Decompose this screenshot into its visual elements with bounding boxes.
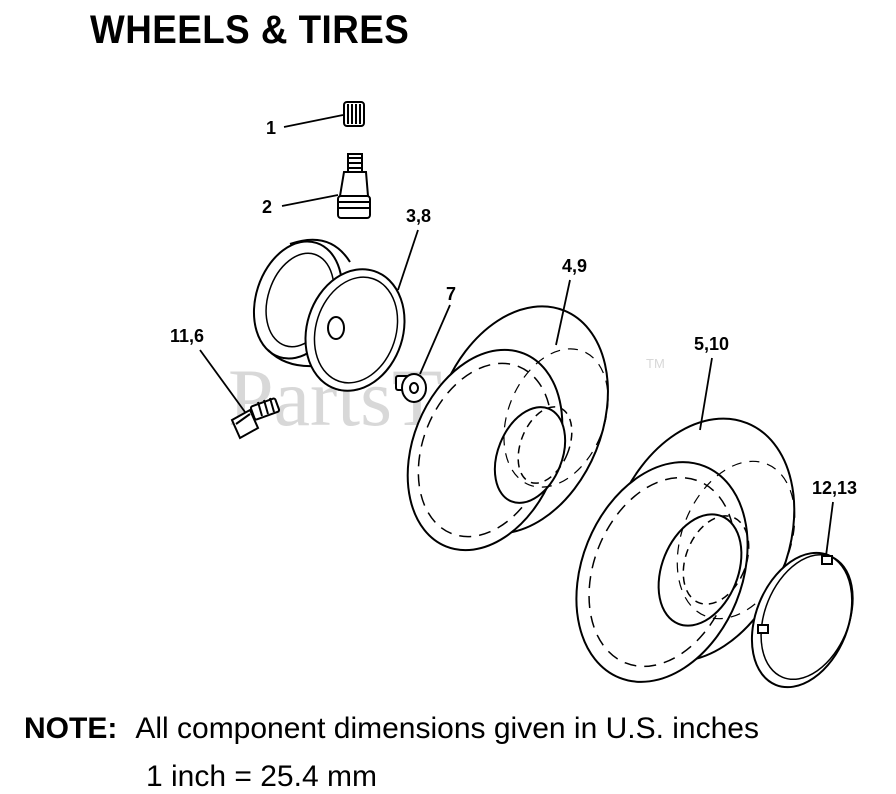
bolt-part[interactable] — [230, 397, 281, 440]
rear-tire-part[interactable] — [545, 390, 829, 707]
callout-4-9: 4,9 — [562, 256, 587, 276]
note-label: NOTE: — [24, 712, 118, 745]
watermark-tm: TM — [646, 356, 665, 371]
callout-5-10: 5,10 — [694, 334, 729, 354]
hub-cap-part[interactable] — [733, 538, 871, 702]
callout-12-13: 12,13 — [812, 478, 857, 498]
callout-11-6: 11,6 — [170, 326, 204, 346]
leader-lines — [199, 114, 834, 557]
valve-cap-part[interactable] — [343, 101, 365, 127]
bushing-part[interactable] — [395, 373, 427, 403]
note-line-2: 1 inch = 25.4 mm — [146, 760, 377, 793]
note-line-1: NOTE: All component dimensions given in U… — [24, 712, 759, 746]
note-text: All component dimensions given in U.S. i… — [135, 712, 759, 745]
valve-stem-part[interactable] — [337, 153, 371, 219]
callout-7: 7 — [446, 284, 456, 304]
page-title: WHEELS & TIRES — [90, 8, 410, 52]
callout-2: 2 — [262, 197, 272, 217]
callout-3-8: 3,8 — [406, 206, 431, 226]
rim-part[interactable] — [240, 230, 420, 404]
front-tire-part[interactable] — [379, 280, 640, 574]
callout-1: 1 — [266, 118, 276, 138]
